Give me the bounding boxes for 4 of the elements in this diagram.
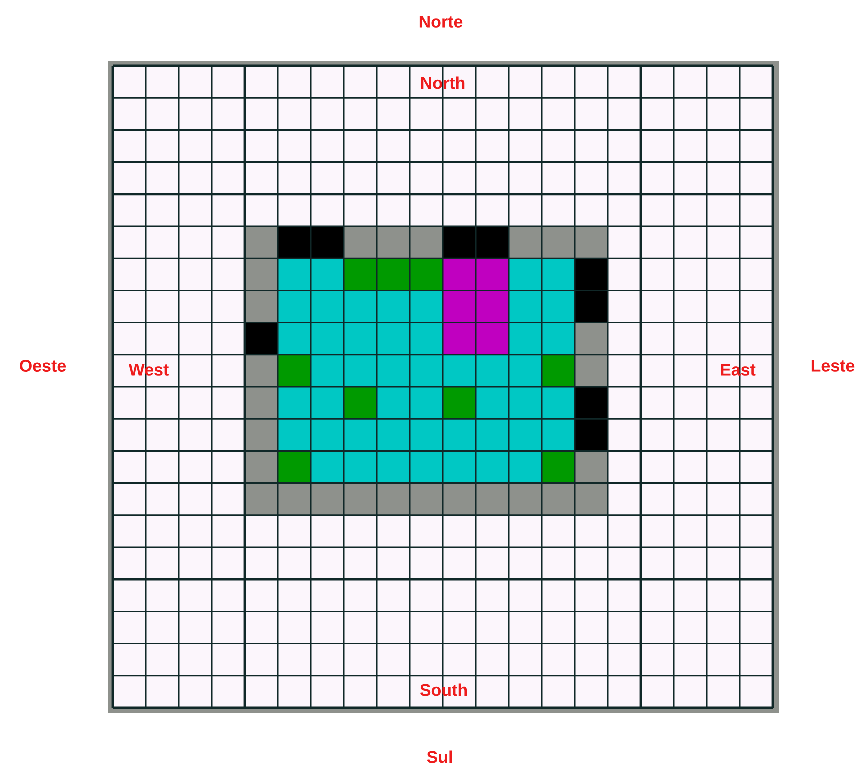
direction-label: Sul xyxy=(427,750,452,764)
direction-label: Leste xyxy=(812,360,855,372)
direction-label: Oeste xyxy=(20,360,66,372)
direction-label: Norte xyxy=(420,16,463,28)
